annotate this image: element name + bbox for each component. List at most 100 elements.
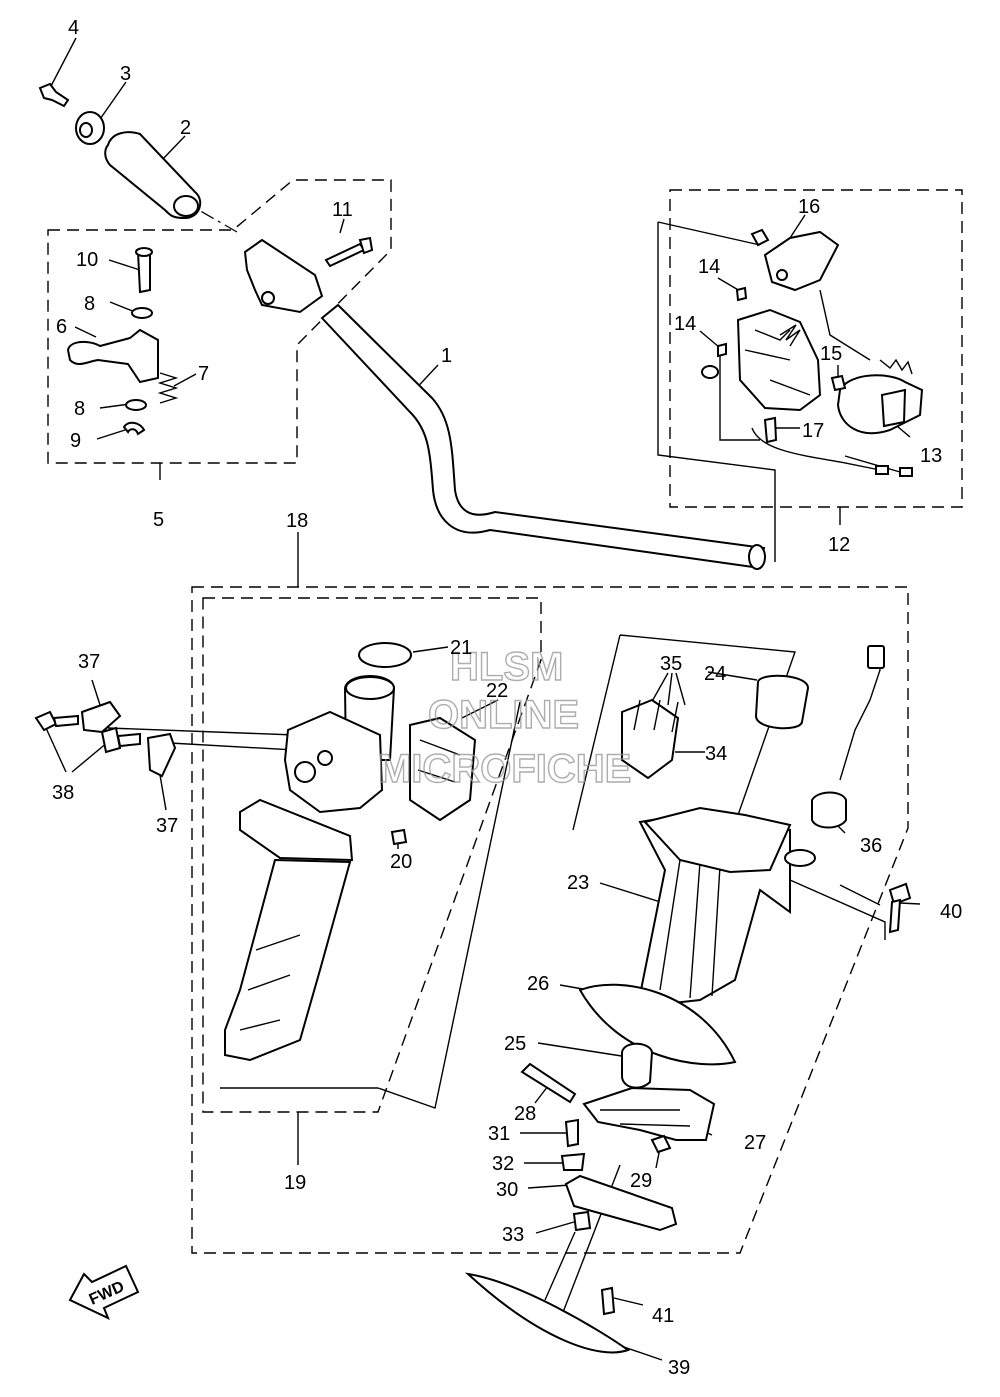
pin-41 <box>600 1286 616 1316</box>
callout-28: 28 <box>514 1103 536 1125</box>
bolt-38-upper <box>34 710 58 732</box>
screw-15 <box>830 374 847 392</box>
callout-15: 15 <box>820 343 842 365</box>
plate-37-upper <box>80 700 122 734</box>
callout-25: 25 <box>504 1033 526 1055</box>
grip-part <box>104 131 202 220</box>
lever-pin <box>136 251 151 294</box>
callout-41: 41 <box>652 1305 674 1327</box>
base-plate-39 <box>464 1272 631 1354</box>
callout-17: 17 <box>802 420 824 442</box>
bolt-40 <box>888 882 912 906</box>
steering-column <box>224 858 352 1062</box>
bolt-38-lower <box>100 726 122 754</box>
screws-35 <box>633 699 679 733</box>
callout-16: 16 <box>798 196 820 218</box>
column-clamp <box>283 710 384 814</box>
callout-38: 38 <box>52 782 74 804</box>
knob-spring <box>879 358 913 375</box>
switch-housing-top <box>763 230 840 292</box>
callout-27: 27 <box>744 1132 766 1154</box>
screw-31 <box>564 1118 579 1148</box>
group-19-boundary <box>202 597 542 1113</box>
callout-8b: 8 <box>74 398 85 420</box>
callout-12: 12 <box>828 534 850 556</box>
watermark-line-3: MICROFICHE <box>378 747 631 791</box>
callout-4: 4 <box>68 17 79 39</box>
fwd-arrow: FWD <box>68 1264 140 1320</box>
callout-20: 20 <box>390 851 412 873</box>
callout-6: 6 <box>56 316 67 338</box>
cap-21 <box>358 642 412 668</box>
link-30 <box>564 1174 678 1232</box>
watermark-line-1: HLSM <box>450 645 563 689</box>
callout-18: 18 <box>286 510 308 532</box>
callout-1: 1 <box>441 345 452 367</box>
group-5-boundary <box>47 179 392 464</box>
callout-33: 33 <box>502 1224 524 1246</box>
callout-14b: 14 <box>674 313 696 335</box>
switch-knob-13 <box>836 374 924 435</box>
sensor-36 <box>811 791 847 829</box>
callout-24: 24 <box>704 663 726 685</box>
callout-19: 19 <box>284 1172 306 1194</box>
callout-numbers: 1 2 3 4 5 6 7 8 8 9 10 11 12 13 14 14 15… <box>52 17 962 1379</box>
callout-22: 22 <box>486 680 508 702</box>
clip-32 <box>560 1152 586 1171</box>
end-screw <box>38 82 70 108</box>
callout-26: 26 <box>527 973 549 995</box>
callout-23: 23 <box>567 872 589 894</box>
callout-30: 30 <box>496 1179 518 1201</box>
callout-39: 39 <box>668 1357 690 1379</box>
switch-base <box>736 308 822 412</box>
switch-wire <box>751 427 901 473</box>
washer-8-top <box>131 307 153 319</box>
callout-37b: 37 <box>156 815 178 837</box>
bearing-24 <box>754 674 810 730</box>
bolt-11 <box>324 242 366 268</box>
screw-14-left <box>717 342 727 358</box>
column-flange <box>239 798 354 862</box>
callout-34: 34 <box>705 743 727 765</box>
spring-7 <box>157 372 179 404</box>
callout-5: 5 <box>153 509 164 531</box>
fitting-20 <box>390 828 408 846</box>
callout-11: 11 <box>332 199 353 221</box>
handlebar-part <box>320 303 766 570</box>
group-18-boundary <box>191 586 909 1254</box>
nut-29 <box>650 1134 672 1154</box>
callout-29: 29 <box>630 1170 652 1192</box>
callout-21: 21 <box>450 637 472 659</box>
lever-holder <box>243 238 324 314</box>
screw-14-top <box>735 286 748 302</box>
callout-10: 10 <box>76 249 98 271</box>
watermark: HLSM ONLINE MICROFICHE <box>377 644 632 791</box>
nut-33 <box>572 1210 592 1232</box>
plate-37-lower <box>146 732 177 778</box>
callout-40: 40 <box>940 901 962 923</box>
callout-9: 9 <box>70 430 81 452</box>
callout-2: 2 <box>180 117 191 139</box>
group-12-boundary <box>669 189 963 508</box>
callout-31: 31 <box>488 1123 510 1145</box>
callout-3: 3 <box>120 63 131 85</box>
clip-9 <box>122 421 146 436</box>
washer-8-bottom <box>125 399 147 411</box>
spring-switch <box>779 324 801 347</box>
seal-25 <box>621 1042 654 1089</box>
screw-17 <box>763 416 778 444</box>
watermark-line-2: ONLINE <box>428 693 579 737</box>
bracket-27 <box>582 1086 716 1141</box>
set-screw-16 <box>750 228 770 247</box>
column-base-plate <box>643 806 792 874</box>
bracket-22 <box>409 716 477 822</box>
throttle-lever <box>66 328 159 384</box>
callout-8a: 8 <box>84 293 95 315</box>
callout-13: 13 <box>920 445 942 467</box>
callout-36: 36 <box>860 835 882 857</box>
callout-32: 32 <box>492 1153 514 1175</box>
callout-35: 35 <box>660 653 682 675</box>
callout-7: 7 <box>198 363 209 385</box>
callout-37a: 37 <box>78 651 100 673</box>
